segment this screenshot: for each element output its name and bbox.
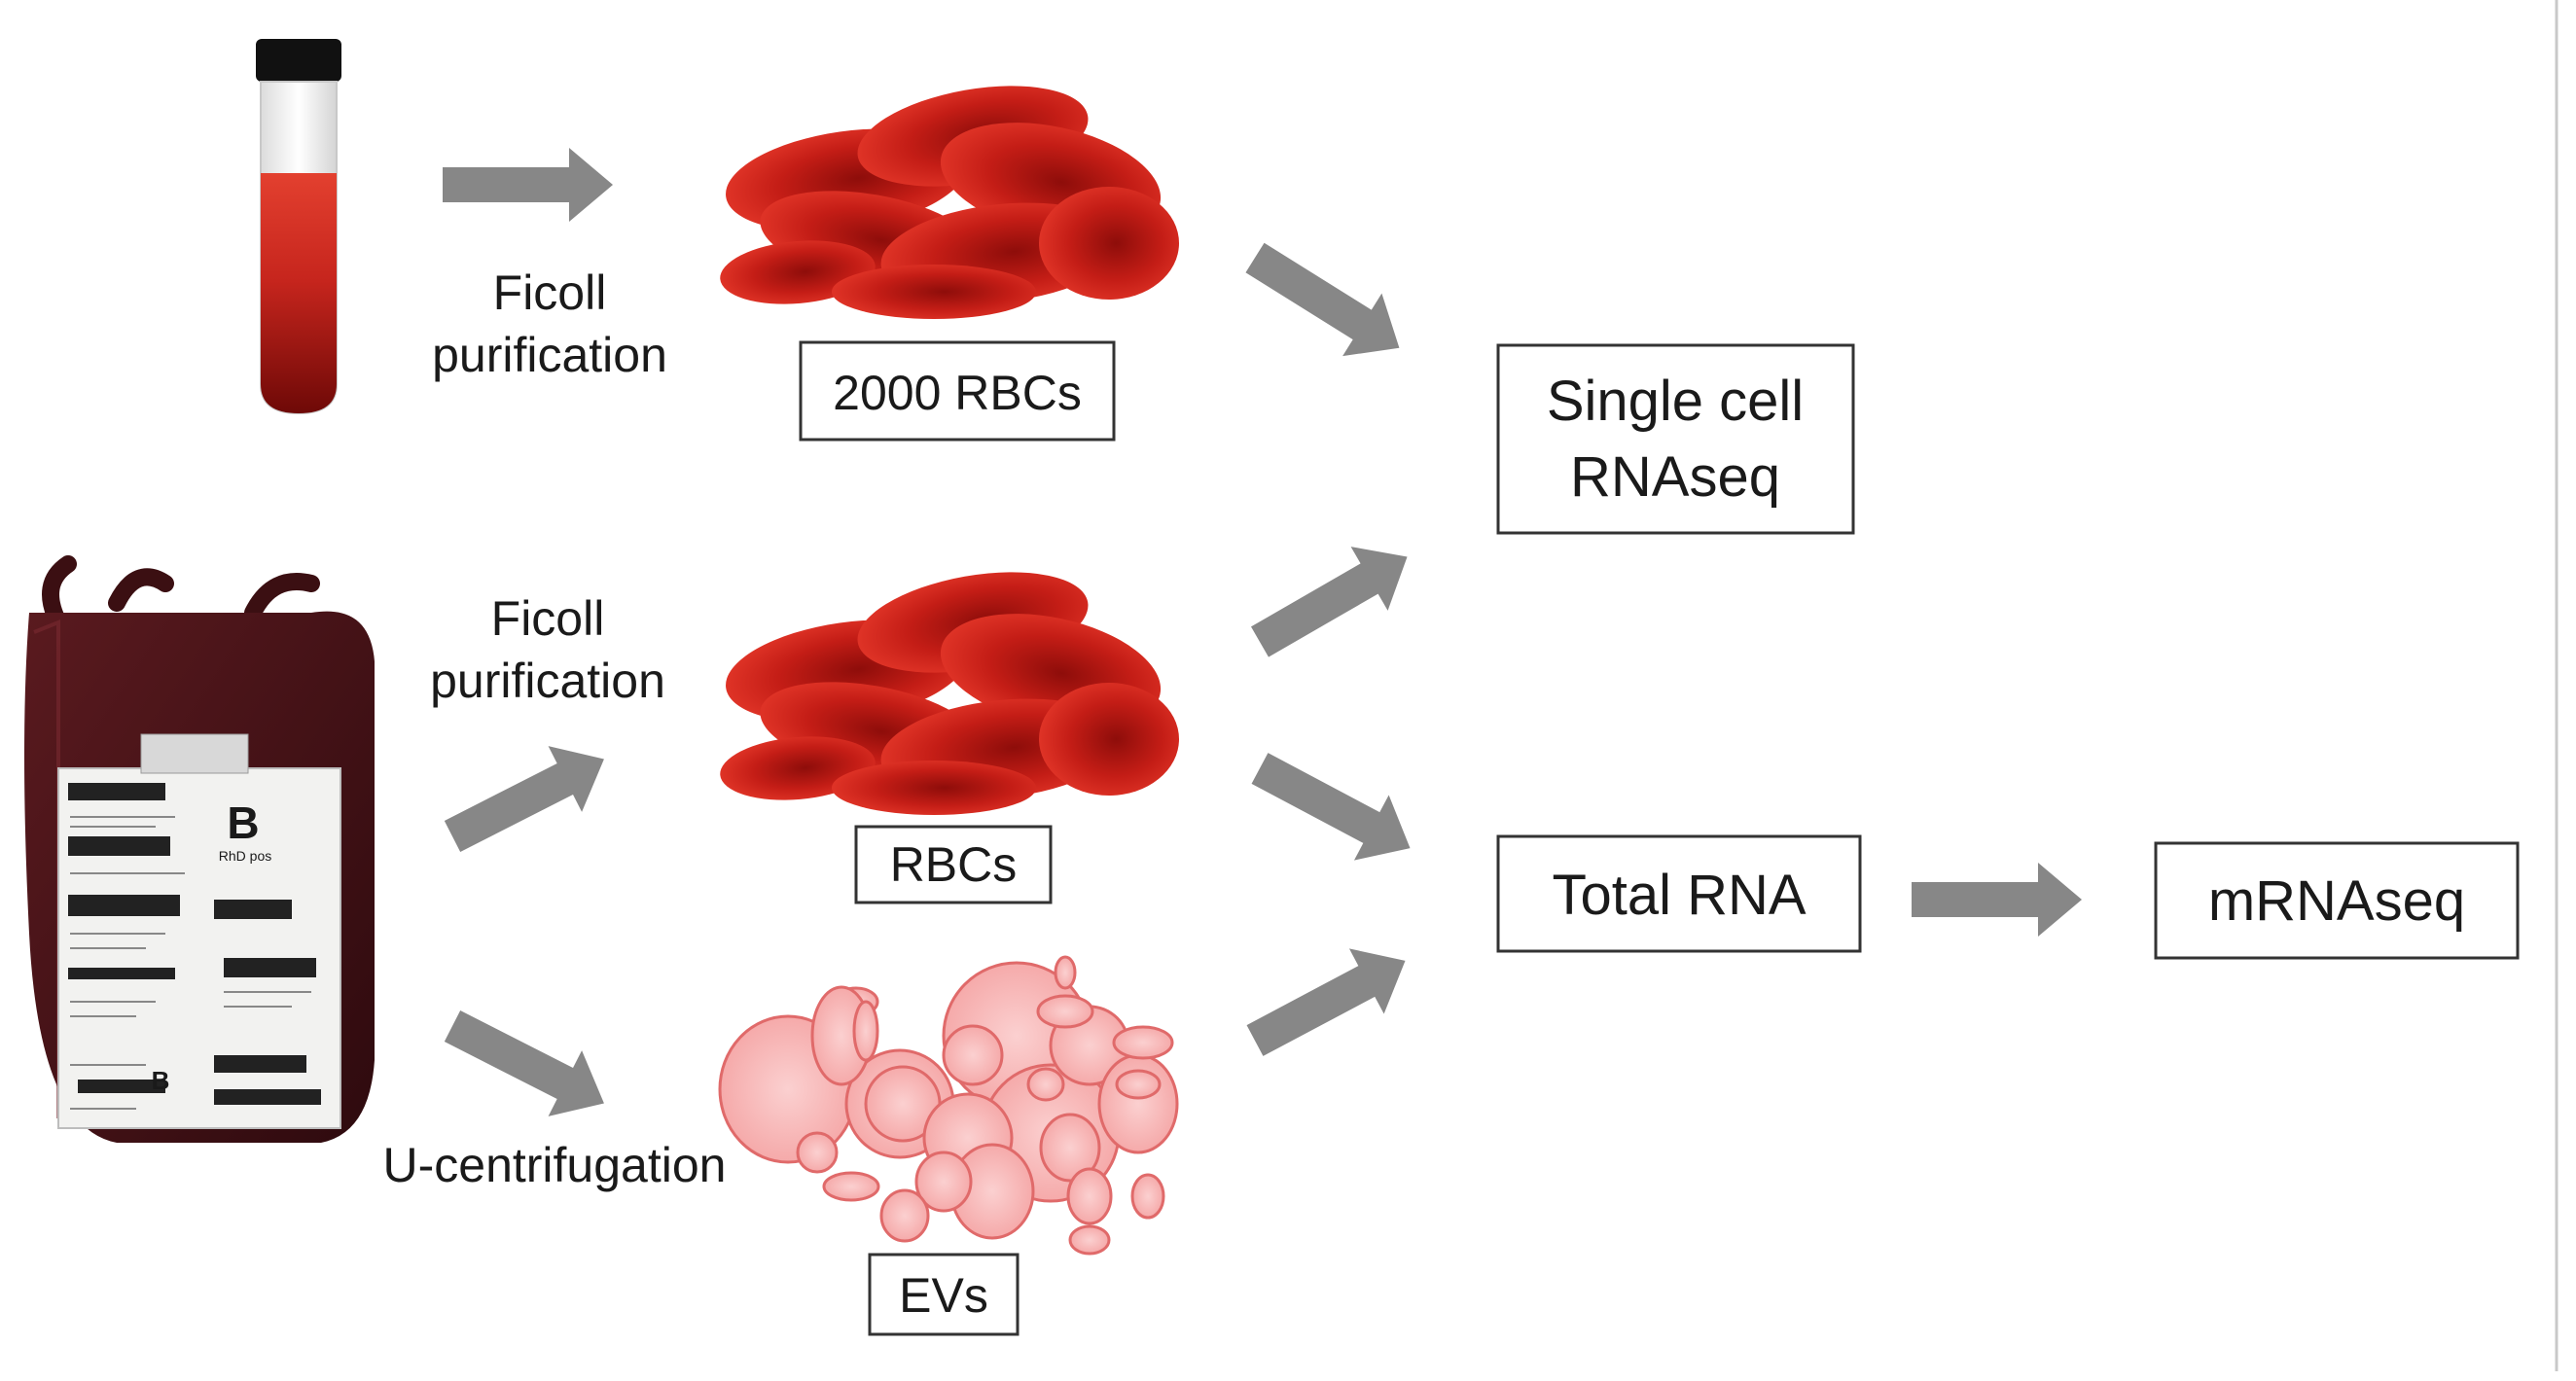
- box-2000-rbcs-label: 2000 RBCs: [833, 366, 1082, 420]
- rbc-cluster-middle-icon: [720, 572, 1179, 815]
- arrow-rbcs-to-totalrna: [1242, 735, 1428, 881]
- box-evs-label: EVs: [899, 1268, 988, 1323]
- box-rbcs: RBCs: [854, 825, 1053, 904]
- box-single-cell-label-line1: Single cell: [1547, 370, 1804, 433]
- box-rbcs-label: RBCs: [890, 837, 1018, 892]
- box-2000-rbcs: 2000 RBCs: [799, 340, 1116, 442]
- blood-tube-icon: [256, 39, 341, 415]
- arrow-totalrna-to-mrnaseq: [1912, 863, 2082, 937]
- box-single-cell-rnaseq: Single cell RNAseq: [1496, 343, 1855, 535]
- rbc-cluster-top-icon: [720, 86, 1179, 319]
- arrow-rbcs2000-to-singlecell: [1234, 226, 1419, 379]
- ev-cluster-icon: [718, 955, 1179, 1256]
- arrow-bag-to-evs: [435, 993, 622, 1137]
- arrow-rbcs-to-singlecell: [1241, 524, 1426, 674]
- box-evs: EVs: [868, 1253, 1020, 1336]
- ficoll-label-top-line2: purification: [432, 328, 667, 382]
- box-single-cell-label-line2: RNAseq: [1570, 445, 1780, 509]
- arrow-bag-to-rbcs: [435, 726, 622, 869]
- arrow-tube-to-rbcs: [443, 148, 613, 222]
- ficoll-label-mid-line1: Ficoll: [491, 591, 605, 646]
- box-mrnaseq: mRNAseq: [2154, 841, 2520, 960]
- blood-bag-icon: B RhD pos B: [24, 555, 375, 1143]
- arrow-evs-to-totalrna: [1237, 928, 1423, 1074]
- ucentrifugation-label: U-centrifugation: [383, 1138, 727, 1192]
- ficoll-label-top-line1: Ficoll: [493, 266, 607, 320]
- box-mrnaseq-label: mRNAseq: [2208, 869, 2465, 933]
- box-total-rna: Total RNA: [1496, 834, 1862, 953]
- blood-group-label-small: B: [152, 1066, 170, 1095]
- rhd-label: RhD pos: [219, 848, 271, 864]
- ficoll-label-mid-line2: purification: [430, 654, 665, 708]
- blood-group-label: B: [227, 797, 259, 848]
- box-total-rna-label: Total RNA: [1552, 864, 1806, 927]
